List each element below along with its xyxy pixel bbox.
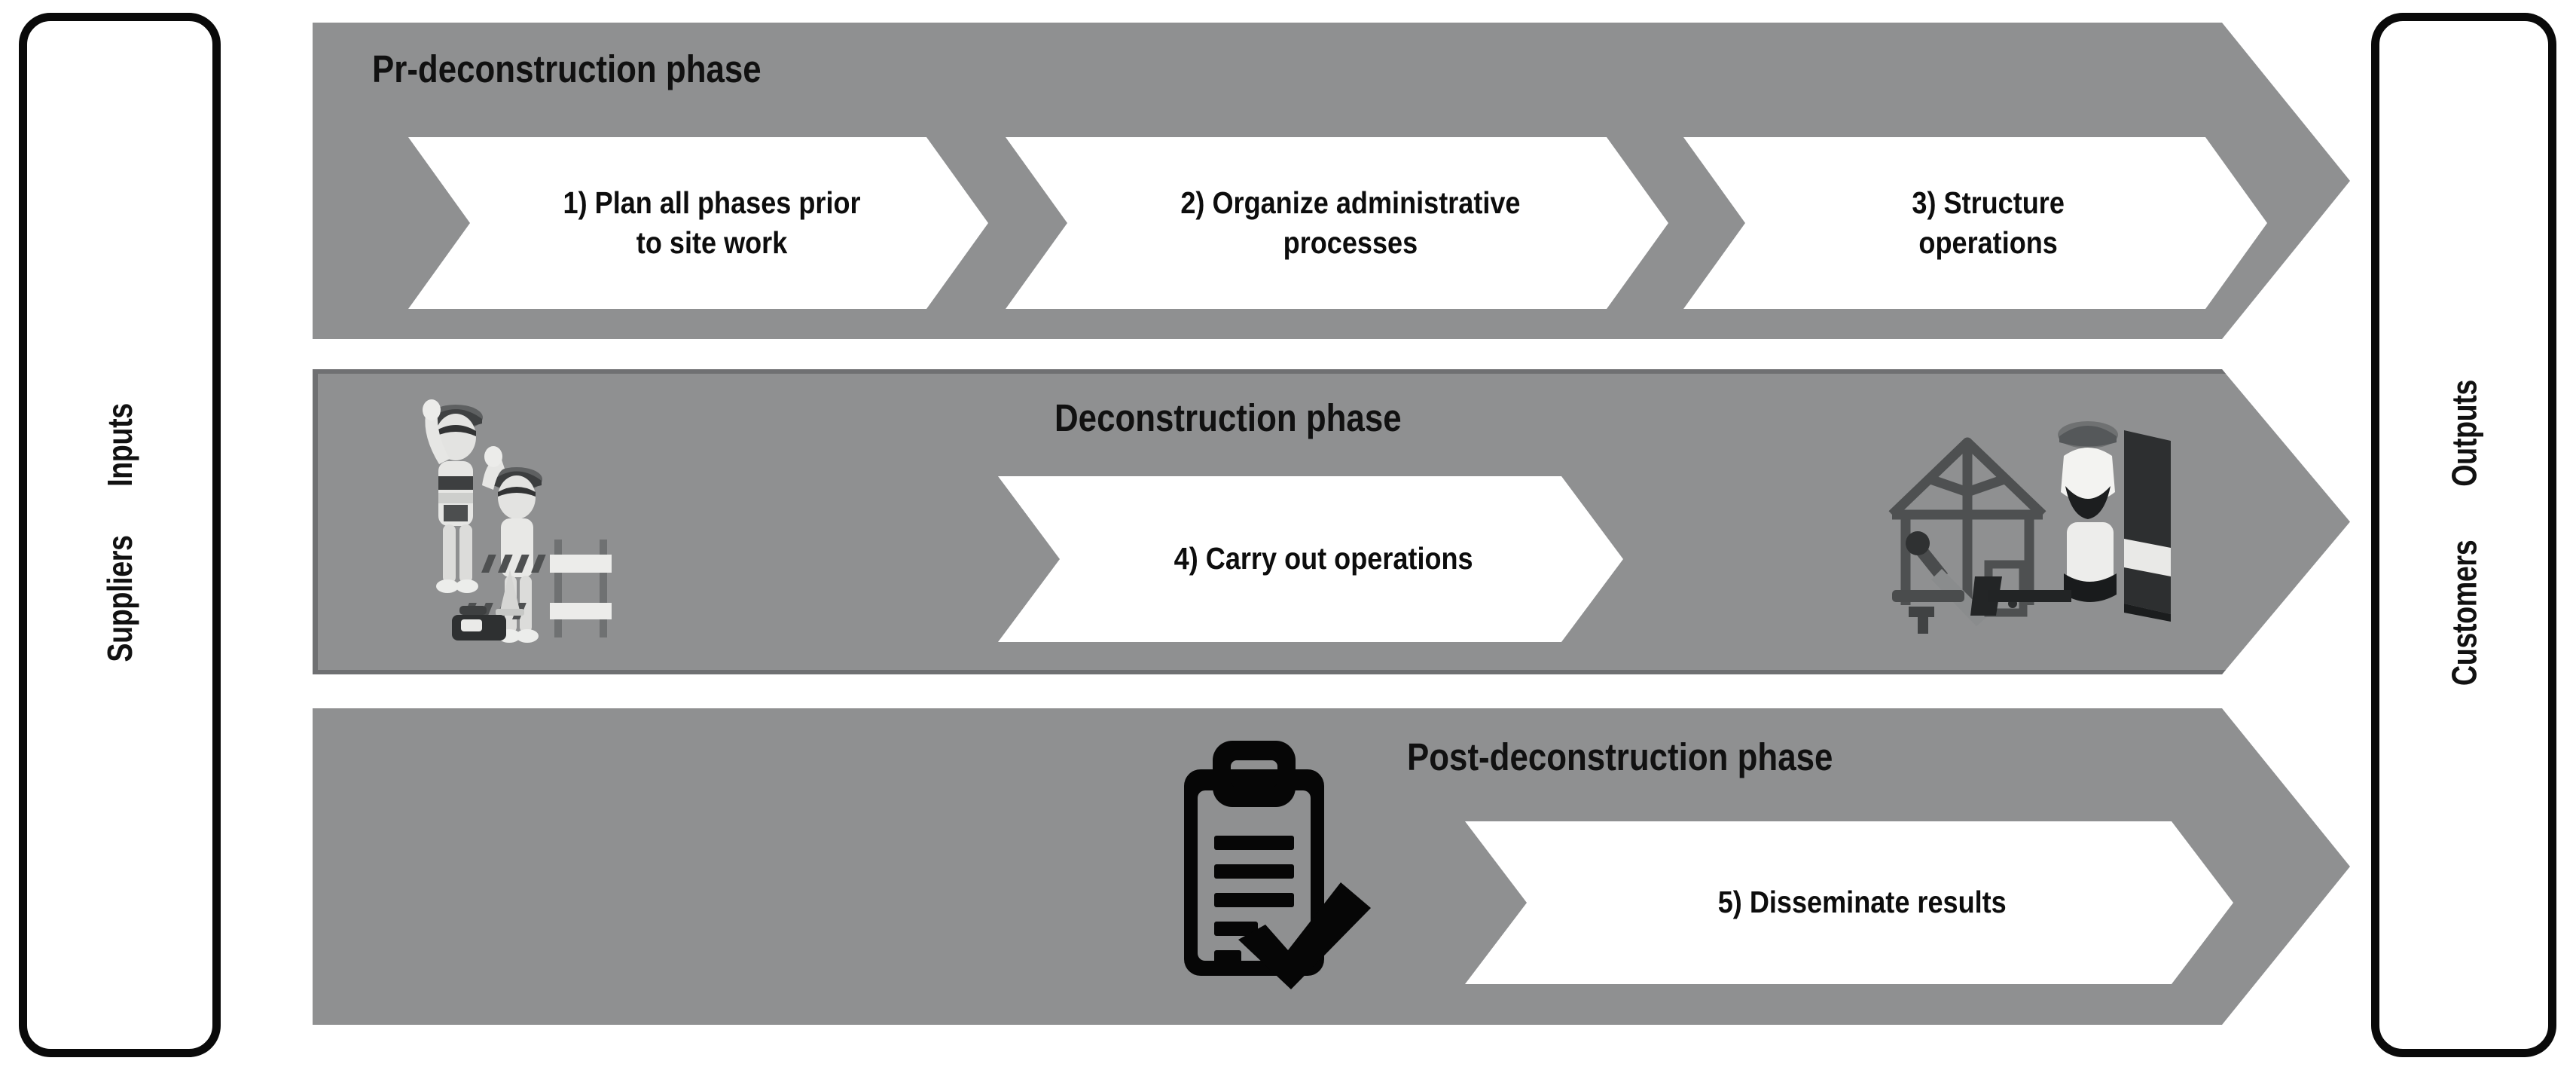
phase-title-deconstruction: Deconstruction phase: [1055, 396, 1402, 439]
customers-outputs-label: Customers Outputs: [2443, 368, 2484, 702]
inputs-text: Inputs: [100, 403, 139, 487]
customers-outputs-panel: Customers Outputs: [2371, 13, 2556, 1057]
step-chevron-5[interactable]: 5) Disseminate results: [1465, 821, 2233, 984]
construction-workers-illustration: [423, 399, 612, 643]
outputs-text: Outputs: [2444, 380, 2483, 487]
phase-title-post-deconstruction: Post-deconstruction phase: [1407, 735, 1833, 778]
step-label-4: 4) Carry out operations: [1174, 541, 1474, 576]
suppliers-inputs-panel: Suppliers Inputs: [19, 13, 221, 1057]
house-frame-worker-illustration: [1888, 421, 2171, 634]
step-label-5: 5) Disseminate results: [1718, 885, 2007, 920]
clipboard-checkmark-icon: [1184, 741, 1371, 989]
step-chevron-4[interactable]: 4) Carry out operations: [998, 476, 1623, 642]
customers-text: Customers: [2444, 540, 2483, 686]
phase-title-pre-deconstruction: Pr-deconstruction phase: [372, 47, 762, 90]
suppliers-inputs-label: Suppliers Inputs: [99, 394, 140, 676]
suppliers-text: Suppliers: [100, 535, 139, 662]
